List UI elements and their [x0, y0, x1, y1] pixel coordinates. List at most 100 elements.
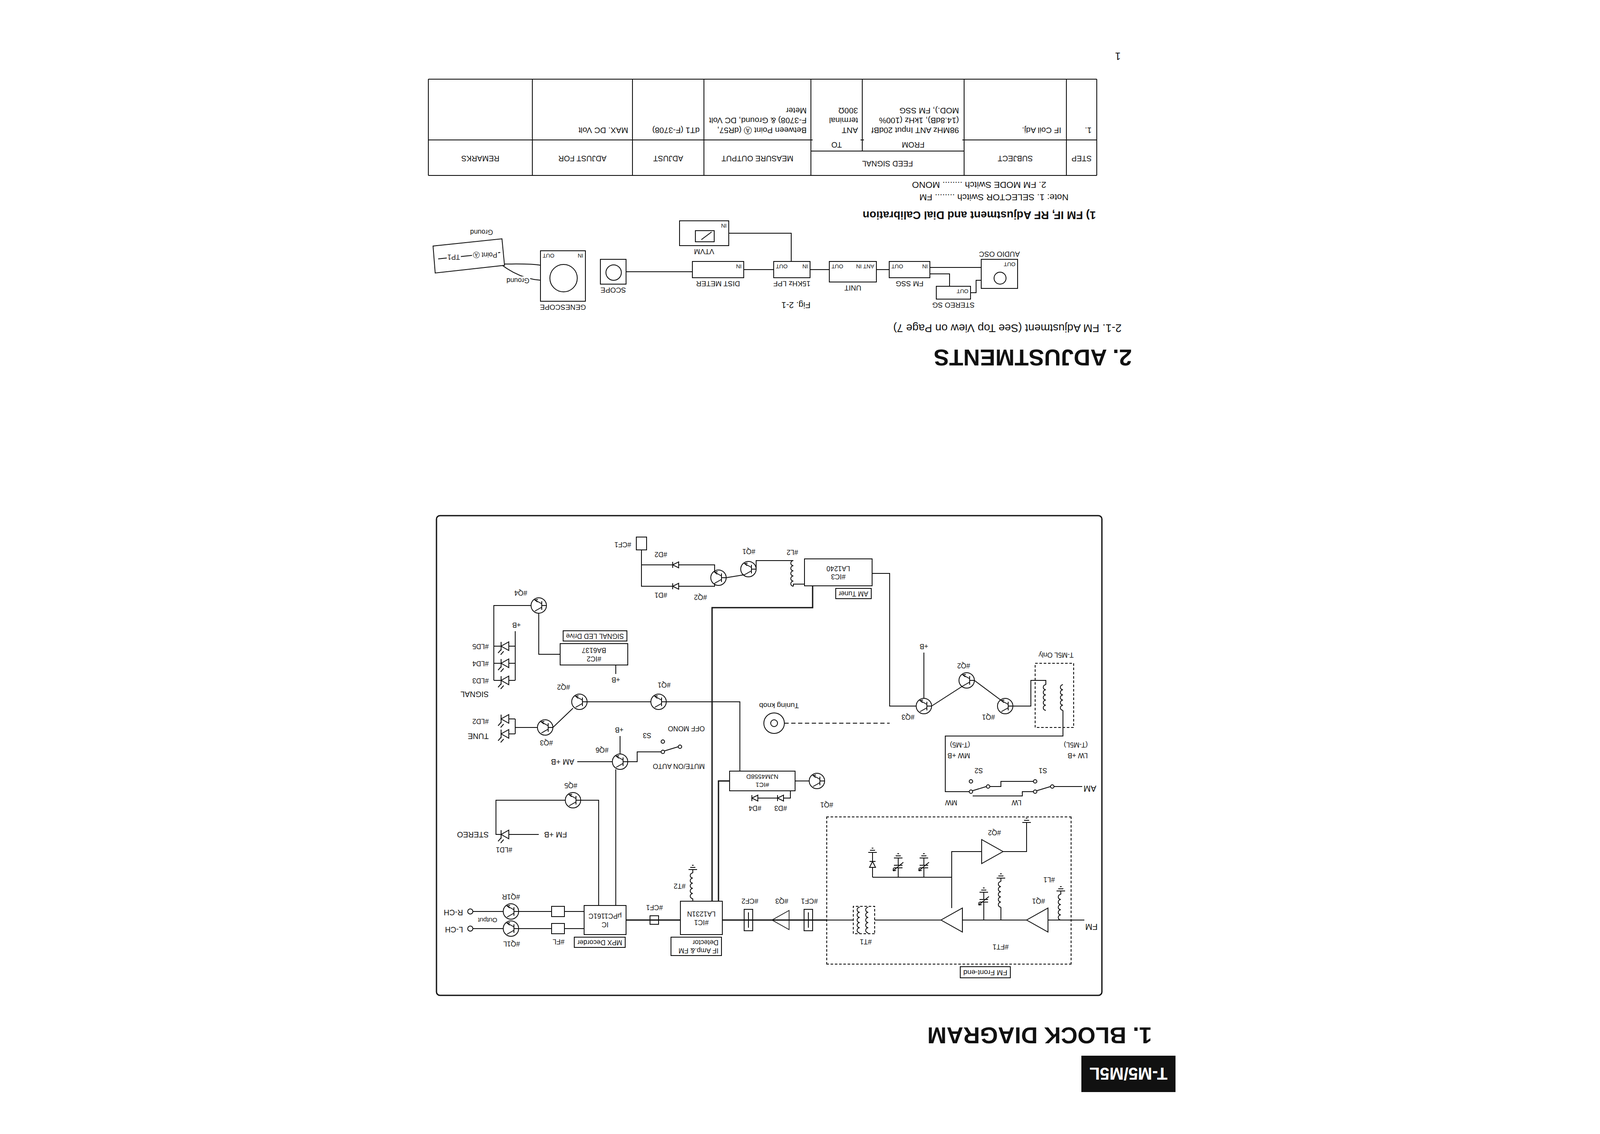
instrument-faces: [549, 264, 578, 292]
mpx-output: [503, 903, 519, 920]
am-section: [872, 573, 1083, 796]
am-tuner-parts: [678, 564, 715, 587]
tune-indicator: [508, 718, 538, 734]
instrument-faces: [549, 230, 1007, 292]
instrument-box: INVTVM: [679, 220, 730, 247]
instrument-faces: [695, 230, 715, 242]
part-label: STEREO: [456, 829, 490, 839]
part-label: SIGNAL: [459, 688, 490, 699]
part-label: #Q1: [656, 680, 672, 689]
if-chain: [688, 865, 698, 873]
node-text: #IC2: [586, 654, 602, 663]
am-tuner-parts: [756, 560, 805, 587]
node-text: IN: [577, 252, 584, 259]
wire-connector: [810, 269, 829, 271]
part-label: #D4: [748, 804, 763, 813]
heading: 1. BLOCK DIAGRAM: [926, 1021, 1153, 1050]
fm-front-end-circuit: [872, 855, 952, 878]
tune-indicator: [498, 729, 509, 743]
fm-front-end-circuit: [893, 853, 903, 862]
stereo-indicator: [577, 761, 613, 763]
mpx-output: [472, 911, 584, 929]
am-section: [969, 779, 990, 794]
part-label: #D3: [773, 804, 788, 813]
node-text: OUT: [891, 262, 903, 270]
fm-front-end-circuit: [918, 861, 930, 872]
fm-front-end-circuit: [1022, 818, 1031, 826]
heading: 2. FM MODE Switch ........ MONO: [911, 179, 1048, 191]
part-label: #LD1: [495, 845, 514, 854]
node-body: ANT INOUT: [831, 262, 875, 270]
node-text: OUT: [956, 287, 969, 294]
fm-front-end-circuit: [826, 818, 1085, 934]
am-tuner-parts: [636, 537, 805, 590]
block-frame: [436, 515, 1102, 996]
node-text: LA1240: [826, 564, 850, 573]
node-text: OUT: [1003, 260, 1016, 268]
heading: Note: 1. SELECTOR Switch ........ FM: [918, 192, 1070, 203]
am-section: [945, 710, 1063, 792]
table-cell: ADJUST FOR: [534, 153, 631, 163]
instrument-box: INDIST METER: [691, 261, 745, 279]
table-cell: SUBJECT: [965, 153, 1065, 163]
node-text: IN: [922, 262, 928, 270]
ic-box: #IC3LA1240AM Tuner: [804, 558, 873, 587]
part-label: MUTE/ON AUTO: [652, 762, 707, 771]
mute-switch: [627, 739, 682, 762]
node-text: IC: [601, 920, 609, 929]
ic-box: #IC1LA1231NIF Amp.& FM Detector: [679, 900, 723, 936]
part-label: #CF1: [800, 896, 819, 906]
ic-box: #IC1NJM4558D: [729, 770, 796, 792]
if-chain: [650, 865, 813, 931]
tuning-section: [751, 712, 890, 802]
figure-label: Ground: [505, 276, 531, 285]
part-label: #Q3: [539, 738, 554, 747]
node-text: T-M5/M5L: [1089, 1064, 1168, 1084]
node-body: ICμPC1161C: [588, 911, 622, 929]
am-section: [958, 672, 975, 689]
part-label: S2: [973, 766, 984, 775]
mpx-output: [551, 906, 565, 917]
signal-indicator: [508, 631, 516, 681]
fm-front-end-circuit: [868, 848, 877, 856]
tuning-section: [784, 722, 890, 724]
part-label: #LD5: [471, 642, 490, 651]
figure-label: Ground: [469, 228, 494, 237]
am-section: [923, 652, 925, 699]
stereo-indicator: [565, 792, 581, 808]
heading: 1) FM IF, RF Adjustment and Dial Calibra…: [861, 208, 1097, 222]
fm-front-end-circuit: [857, 907, 860, 933]
tune-indicator: [552, 708, 573, 728]
fm-front-end-circuit: [893, 861, 904, 872]
table-cell: 98MHz ANT Input 20dBf (14.8dB), 1kHz (10…: [866, 105, 960, 135]
mute-switch: [627, 751, 662, 762]
node-heading: GENESCOPE: [540, 302, 587, 312]
tuning-section: [777, 795, 784, 802]
signal-indicator: [531, 597, 547, 614]
fm-front-end-circuit: [865, 907, 869, 933]
table-cell: STEP: [1068, 153, 1096, 163]
am-section: [872, 573, 917, 707]
fm-front-end-circuit: [853, 906, 875, 934]
table-cell: ANT terminal 300Ω: [814, 105, 859, 135]
stereo-indicator: [508, 834, 539, 835]
mpx-output: [467, 903, 584, 937]
am-section: [1035, 663, 1074, 728]
tune-indicator: [498, 714, 509, 728]
tuning-section: [795, 780, 810, 782]
ic-box: ICμPC1161CMPX Decorder: [583, 905, 627, 936]
table-cell: REMARKS: [430, 153, 531, 163]
fm-front-end-circuit: [1003, 825, 1027, 852]
tune-indicator: [537, 719, 553, 736]
instrument-box: OUTAUDIO OSC: [980, 258, 1019, 289]
node-body: INOUT: [775, 262, 808, 270]
node-text: IN: [721, 222, 727, 229]
part-label: S3: [641, 731, 653, 740]
node-text: LA1231N: [687, 909, 716, 918]
am-tuner-parts: [672, 583, 679, 590]
node-body: OUT: [983, 260, 1016, 268]
wire-connector: [718, 780, 730, 901]
am-section: [972, 791, 1034, 796]
heading: 2. ADJUSTMENTS: [932, 343, 1133, 372]
